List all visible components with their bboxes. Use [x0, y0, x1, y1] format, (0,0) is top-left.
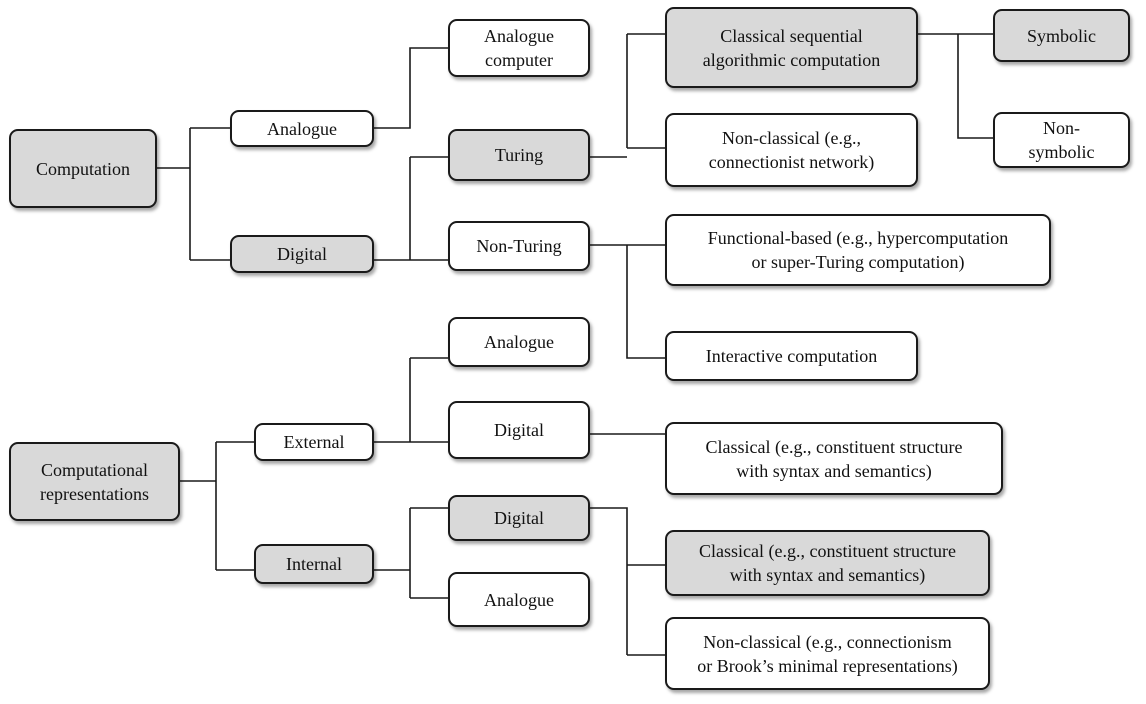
- node-turing: Turing: [448, 129, 590, 181]
- connector-digital: [374, 156, 448, 261]
- node-int-classical: Classical (e.g., constituent structure w…: [665, 530, 990, 596]
- node-analogue: Analogue: [230, 110, 374, 147]
- node-ext-digital: Digital: [448, 401, 590, 459]
- node-interactive-computation: Interactive computation: [665, 331, 918, 381]
- node-non-classical-connectionist: Non-classical (e.g., connectionist netwo…: [665, 113, 918, 187]
- connector-computational-representations: [180, 441, 254, 571]
- connector-turing: [590, 33, 665, 158]
- connector-non-turing: [590, 244, 665, 359]
- node-ext-classical: Classical (e.g., constituent structure w…: [665, 422, 1003, 495]
- connector-analogue: [374, 47, 448, 129]
- connector-internal: [374, 507, 448, 599]
- connector-int-digital: [590, 507, 665, 656]
- node-digital: Digital: [230, 235, 374, 273]
- node-int-non-classical: Non-classical (e.g., connectionism or Br…: [665, 617, 990, 690]
- connector-computation: [157, 127, 230, 261]
- connector-classical-sequential: [918, 33, 993, 139]
- node-computational-representations: Computational representations: [9, 442, 180, 521]
- node-symbolic: Symbolic: [993, 9, 1130, 62]
- node-non-symbolic: Non- symbolic: [993, 112, 1130, 168]
- node-computation: Computation: [9, 129, 157, 208]
- node-analogue-computer: Analogue computer: [448, 19, 590, 77]
- node-external: External: [254, 423, 374, 461]
- node-int-digital: Digital: [448, 495, 590, 541]
- node-non-turing: Non-Turing: [448, 221, 590, 271]
- connector-external: [374, 357, 448, 443]
- node-int-analogue: Analogue: [448, 572, 590, 627]
- node-functional-based: Functional-based (e.g., hypercomputation…: [665, 214, 1051, 286]
- node-classical-sequential: Classical sequential algorithmic computa…: [665, 7, 918, 88]
- node-internal: Internal: [254, 544, 374, 584]
- node-ext-analogue: Analogue: [448, 317, 590, 367]
